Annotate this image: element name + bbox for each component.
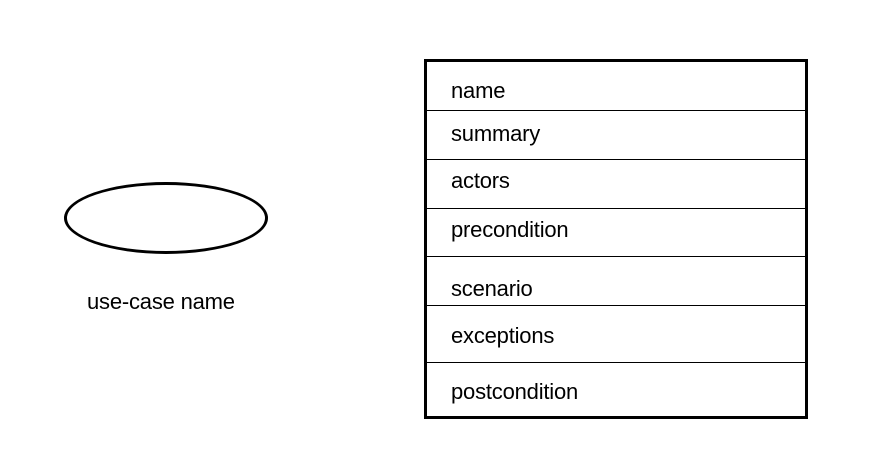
template-row-precondition: precondition <box>427 209 805 257</box>
template-row-label: postcondition <box>451 379 579 404</box>
template-row-summary: summary <box>427 111 805 160</box>
template-row-label: scenario <box>451 276 533 301</box>
template-row-name: name <box>427 62 805 111</box>
template-row-actors: actors <box>427 160 805 209</box>
template-row-exceptions: exceptions <box>427 306 805 363</box>
template-row-label: name <box>451 78 506 103</box>
template-row-postcondition: postcondition <box>427 363 805 419</box>
template-row-label: summary <box>451 121 541 146</box>
template-row-label: actors <box>451 168 510 193</box>
template-row-label: exceptions <box>451 323 555 348</box>
use-case-ellipse <box>64 182 268 254</box>
use-case-template-table: name summary actors precondition scenari… <box>424 59 808 419</box>
template-row-scenario: scenario <box>427 257 805 306</box>
use-case-name-label: use-case name <box>87 289 235 314</box>
template-row-label: precondition <box>451 217 569 242</box>
